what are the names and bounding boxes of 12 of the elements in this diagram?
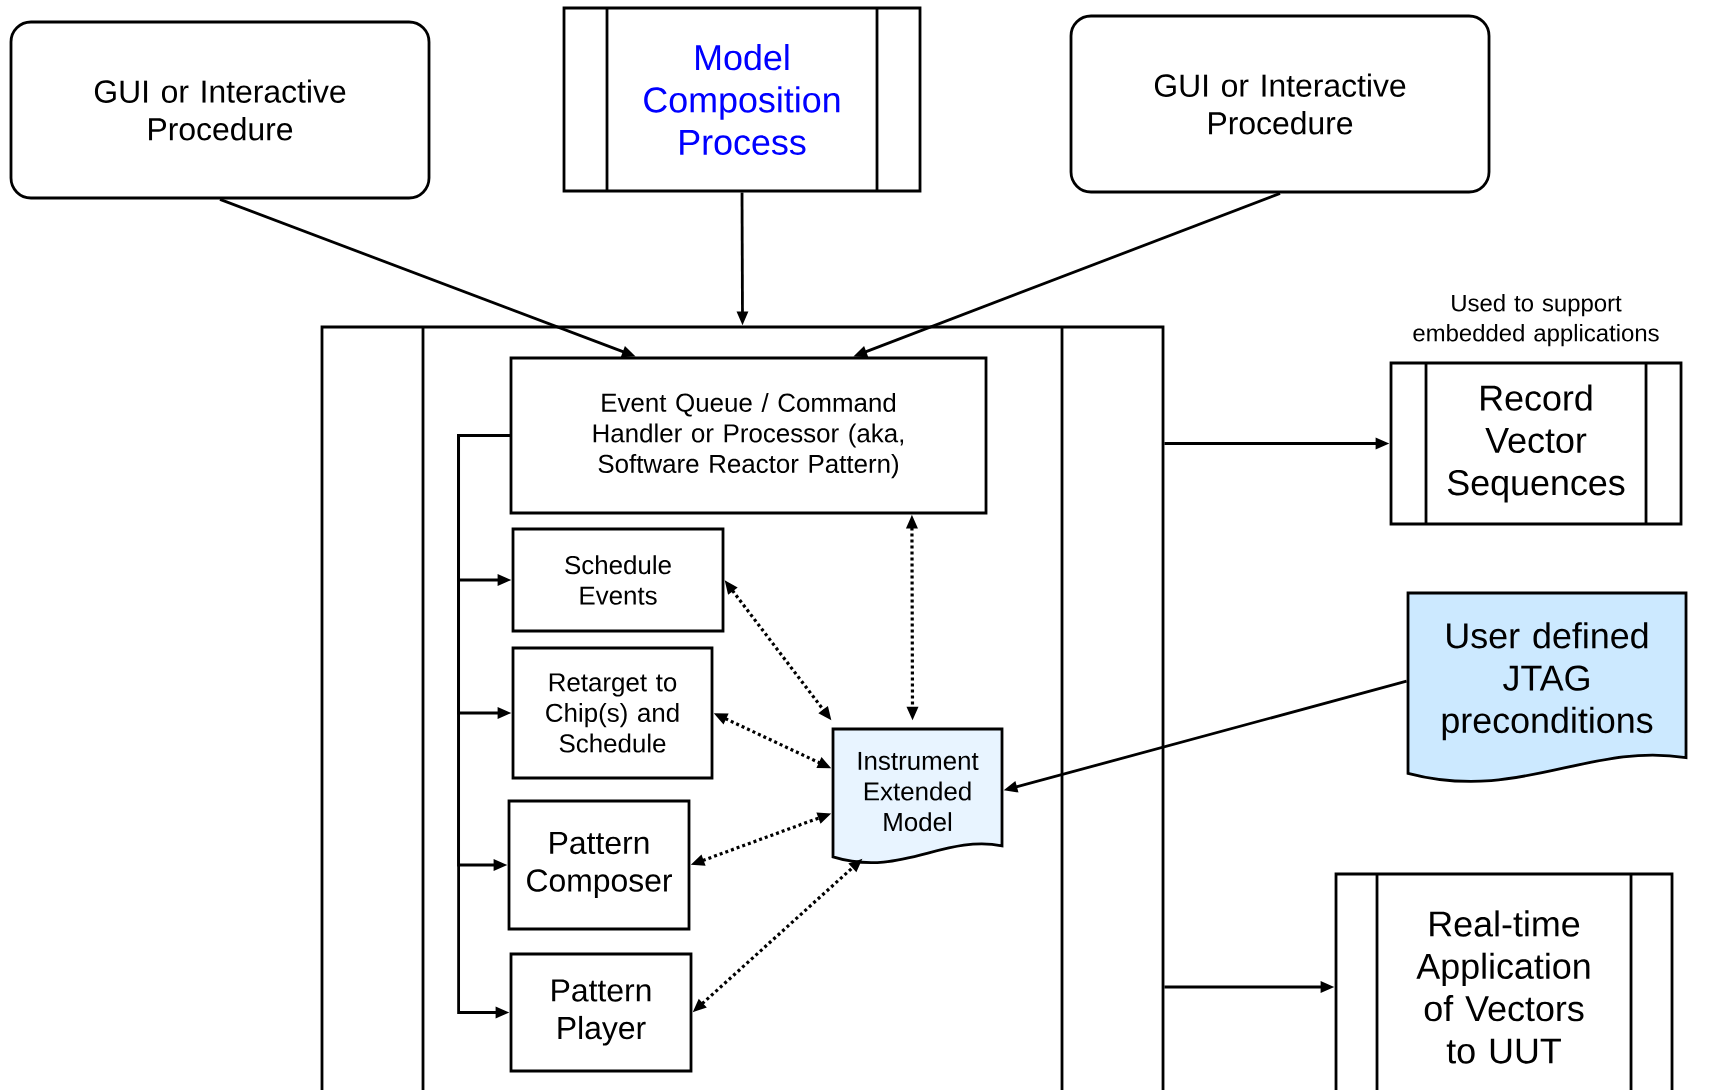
- step-box: Schedule Events: [511, 527, 725, 633]
- step-box: Pattern Composer: [507, 799, 691, 931]
- step-box: Retarget to Chip(s) and Schedule: [511, 646, 714, 780]
- process-box: Model Composition Process: [562, 6, 922, 193]
- rounded-box: GUI or Interactive Procedure: [1069, 14, 1491, 194]
- note-text: Used to support embedded applications: [1413, 294, 1659, 347]
- step-box: Pattern Player: [509, 952, 693, 1073]
- step-box: Event Queue / Command Handler or Processor (aka, Software Reactor Pattern): [509, 356, 988, 515]
- container-box: [320, 325, 1165, 1090]
- process-box: Real-time Application of Vectors to UUT: [1334, 872, 1674, 1090]
- process-box: Record Vector Sequences: [1389, 361, 1683, 526]
- rounded-box: GUI or Interactive Procedure: [9, 20, 431, 200]
